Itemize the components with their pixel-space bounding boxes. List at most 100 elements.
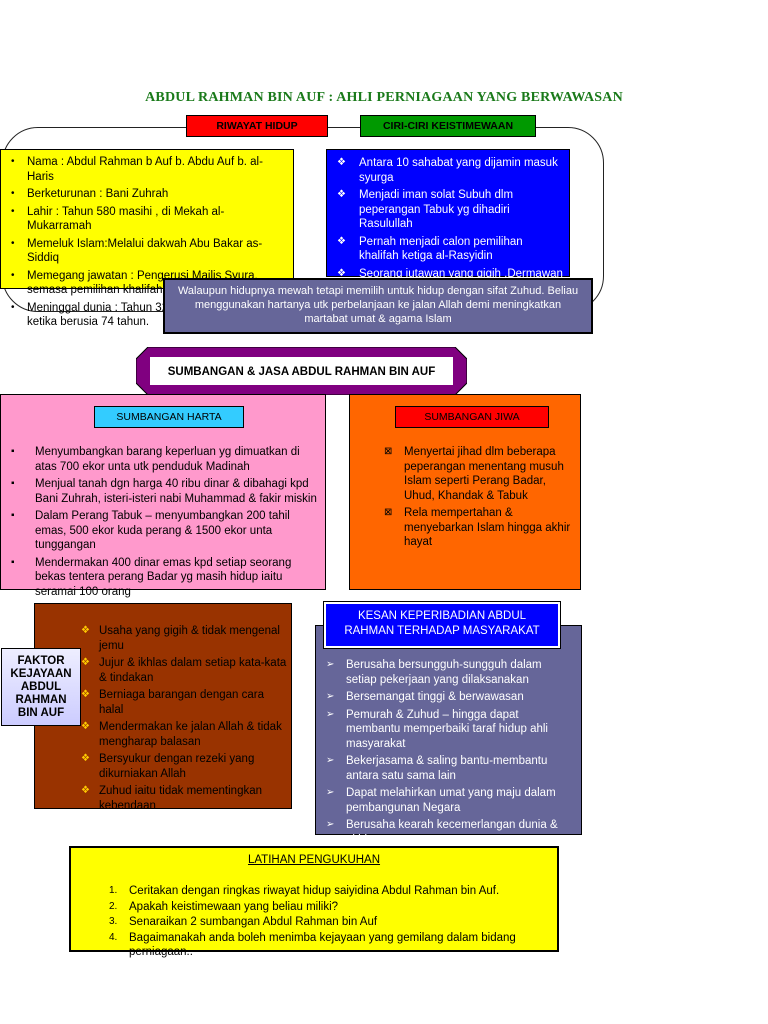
harta-item-text: Mendermakan 400 dinar emas kpd setiap se… (35, 556, 292, 598)
faktor-kejayaan-content: ❖Usaha yang gigih & tidak mengenal jemu❖… (77, 624, 287, 816)
latihan-box: LATIHAN PENGUKUHAN 1. Ceritakan dengan ri… (69, 846, 559, 958)
box-bullet-icon: ⊠ (384, 446, 393, 457)
diamond-bullet-icon: ❖ (81, 689, 90, 700)
latihan-question-number: 4. (109, 931, 118, 943)
riwayat-item-text: Nama : Abdul Rahman b Auf b. Abdu Auf b.… (27, 156, 263, 183)
kesan-item-text: Bersemangat tinggi & berwawasan (346, 691, 524, 703)
jiwa-item-text: Menyertai jihad dlm beberapa peperangan … (404, 446, 564, 502)
kesan-item: ➢ Pemurah & Zuhud – hingga dapat membantu… (322, 708, 574, 752)
ciri-keistimewaan-list: ❖ Antara 10 sahabat yang dijamin masuk sy… (333, 156, 563, 296)
sumbangan-jiwa-list: ⊠ Menyertai jihad dlm beberapa peperangan… (380, 445, 576, 550)
latihan-list: 1. Ceritakan dengan ringkas riwayat hidup… (105, 884, 545, 961)
faktor-item-text: Zuhud iaitu tidak mementingkan kebendaan (99, 785, 263, 812)
jiwa-item: ⊠ Rela mempertahan & menyebarkan Islam hi… (380, 506, 576, 550)
sumbangan-jiwa-box: SUMBANGAN JIWA ⊠ Menyertai jihad dlm bebe… (349, 394, 581, 590)
faktor-item: ❖ Berniaga barangan dengan cara halal (77, 688, 287, 717)
latihan-question-text: Ceritakan dengan ringkas riwayat hidup s… (129, 885, 500, 897)
kesan-list: ➢Berusaha bersungguh-sungguh dalam setia… (322, 658, 574, 847)
arrow-bullet-icon: ➢ (326, 691, 335, 702)
latihan-label: LATIHAN PENGUKUHAN (247, 854, 381, 866)
latihan-question-number: 2. (109, 900, 118, 912)
kesan-item-text: Berusaha kearah kecemerlangan dunia & ak… (346, 819, 558, 846)
riwayat-item: •Lahir : Tahun 580 masihi , di Mekah al-… (7, 205, 287, 234)
kesan-item-text: Pemurah & Zuhud – hingga dapat membantu … (346, 708, 548, 750)
riwayat-item: • Nama : Abdul Rahman b Auf b. Abdu Auf b… (7, 155, 287, 184)
faktor-item-text: Usaha yang gigih & tidak mengenal jemu (99, 625, 280, 652)
sumbangan-title: SUMBANGAN & JASA ABDUL RAHMAN BIN AUF (167, 366, 436, 378)
dot-bullet-icon: • (11, 269, 15, 281)
kesan-item: ➢Berusaha bersungguh-sungguh dalam setia… (322, 658, 574, 687)
sumbangan-harta-tag: SUMBANGAN HARTA (94, 406, 244, 428)
riwayat-item-text: Memeluk Islam:Melalui dakwah Abu Bakar a… (27, 237, 263, 265)
riwayat-item: • Berketurunan : Bani Zuhrah (7, 187, 287, 202)
arrow-bullet-icon: ➢ (326, 787, 335, 798)
faktor-item-text: Jujur & ikhlas dalam setiap kata-kata & … (99, 657, 287, 684)
zuhud-note-text: Walaupun hidupnya mewah tetapi memilih u… (177, 285, 579, 325)
sumbangan-jiwa-label: SUMBANGAN JIWA (424, 411, 520, 423)
ciri-keistimewaan-box: ❖ Antara 10 sahabat yang dijamin masuk sy… (326, 149, 570, 294)
sumbangan-jiwa-content: ⊠ Menyertai jihad dlm beberapa peperangan… (380, 445, 576, 553)
dot-bullet-icon: • (11, 301, 15, 313)
faktor-item-text: Berniaga barangan dengan cara halal (99, 689, 264, 716)
faktor-item-text: Mendermakan ke jalan Allah & tidak mengh… (99, 721, 282, 748)
square-bullet-icon: ▪ (11, 446, 15, 457)
diamond-bullet-icon: ❖ (81, 657, 90, 668)
faktor-item: ❖Bersyukur dengan rezeki yang dikurniaka… (77, 752, 287, 781)
faktor-item: ❖Usaha yang gigih & tidak mengenal jemu (77, 624, 287, 653)
latihan-question: 4. Bagaimanakah anda boleh menimba kejaya… (105, 931, 545, 960)
dot-bullet-icon: • (11, 188, 15, 199)
latihan-question-text: Bagaimanakah anda boleh menimba kejayaan… (129, 931, 516, 959)
kesan-box: ➢Berusaha bersungguh-sungguh dalam setia… (315, 625, 582, 846)
latihan-question: 1. Ceritakan dengan ringkas riwayat hidup… (105, 884, 545, 899)
riwayat-hidup-list: • Nama : Abdul Rahman b Auf b. Abdu Auf b… (7, 155, 287, 330)
riwayat-item-text: Lahir : Tahun 580 masihi , di Mekah al-M… (27, 205, 225, 233)
riwayat-hidup-box: • Nama : Abdul Rahman b Auf b. Abdu Auf b… (0, 149, 294, 328)
sumbangan-jiwa-tag: SUMBANGAN JIWA (395, 406, 549, 428)
jiwa-item: ⊠ Menyertai jihad dlm beberapa peperangan… (380, 445, 576, 503)
faktor-kejayaan-label: FAKTOR KEJAYAAN ABDUL RAHMAN BIN AUF (1, 648, 81, 726)
diamond-bullet-icon: ❖ (81, 721, 90, 732)
kesan-item-text: Dapat melahirkan umat yang maju dalam pe… (346, 787, 556, 814)
diamond-bullet-icon: ❖ (81, 785, 90, 796)
riwayat-hidup-label: RIWAYAT HIDUP (216, 120, 298, 132)
faktor-kejayaan-list: ❖Usaha yang gigih & tidak mengenal jemu❖… (77, 624, 287, 813)
dot-bullet-icon: • (11, 156, 15, 167)
harta-item-text: Dalam Perang Tabuk – menyumbangkan 200 t… (35, 510, 290, 551)
kesan-item-text: Bekerjasama & saling bantu-membantu anta… (346, 755, 548, 782)
faktor-item: ❖ Zuhud iaitu tidak mementingkan kebendaa… (77, 784, 287, 813)
zuhud-note: Walaupun hidupnya mewah tetapi memilih u… (163, 278, 593, 334)
harta-item-text: Menjual tanah dgn harga 40 ribu dinar & … (35, 478, 317, 505)
box-bullet-icon: ⊠ (384, 507, 393, 518)
diamond-bullet-icon: ❖ (337, 189, 346, 200)
ciri-item: ❖Pernah menjadi calon pemilihan khalifah… (333, 235, 563, 264)
ciri-item: ❖Antara 10 sahabat yang dijamin masuk sy… (333, 156, 563, 185)
harta-item: ▪ Menjual tanah dgn harga 40 ribu dinar &… (7, 477, 319, 506)
dot-bullet-icon: • (11, 237, 15, 249)
harta-item: ▪Mendermakan 400 dinar emas kpd setiap s… (7, 556, 319, 600)
ciri-item-text: Pernah menjadi calon pemilihan khalifah … (359, 235, 523, 263)
kesan-item: ➢ Dapat melahirkan umat yang maju dalam p… (322, 786, 574, 815)
latihan-question-number: 3. (109, 916, 118, 927)
page-title: ABDUL RAHMAN BIN AUF : AHLI PERNIAGAAN Y… (145, 90, 623, 105)
latihan-question-number: 1. (109, 885, 118, 896)
harta-item: ▪Menyumbangkan barang keperluan yg dimua… (7, 445, 319, 474)
diamond-bullet-icon: ❖ (337, 267, 346, 279)
latihan-question-text: Apakah keistimewaan yang beliau miliki? (129, 900, 339, 913)
ciri-item-text: Antara 10 sahabat yang dijamin masuk syu… (359, 157, 558, 184)
riwayat-item: • Memeluk Islam:Melalui dakwah Abu Bakar … (7, 237, 287, 266)
harta-item: ▪Dalam Perang Tabuk – menyumbangkan 200 … (7, 509, 319, 553)
kesan-item: ➢ Bersemangat tinggi & berwawasan (322, 690, 574, 705)
sumbangan-banner-shape (136, 347, 467, 395)
faktor-item: ❖ Jujur & ikhlas dalam setiap kata-kata &… (77, 656, 287, 685)
faktor-item-text: Bersyukur dengan rezeki yang dikurniakan… (99, 753, 255, 780)
kesan-item: ➢ Bekerjasama & saling bantu-membantu ant… (322, 754, 574, 783)
ciri-item: ❖Menjadi iman solat Subuh dlm peperangan… (333, 188, 563, 232)
kesan-item: ➢Berusaha kearah kecemerlangan dunia & a… (322, 818, 574, 847)
arrow-bullet-icon: ➢ (326, 708, 335, 720)
jiwa-item-text: Rela mempertahan & menyebarkan Islam hin… (404, 507, 571, 548)
square-bullet-icon: ▪ (11, 478, 15, 489)
arrow-bullet-icon: ➢ (326, 755, 335, 766)
latihan-question: 3.Senaraikan 2 sumbangan Abdul Rahman bi… (105, 915, 545, 930)
ciri-keistimewaan-tag: CIRI-CIRI KEISTIMEWAAN (360, 115, 536, 137)
riwayat-item-text: Berketurunan : Bani Zuhrah (27, 188, 169, 200)
